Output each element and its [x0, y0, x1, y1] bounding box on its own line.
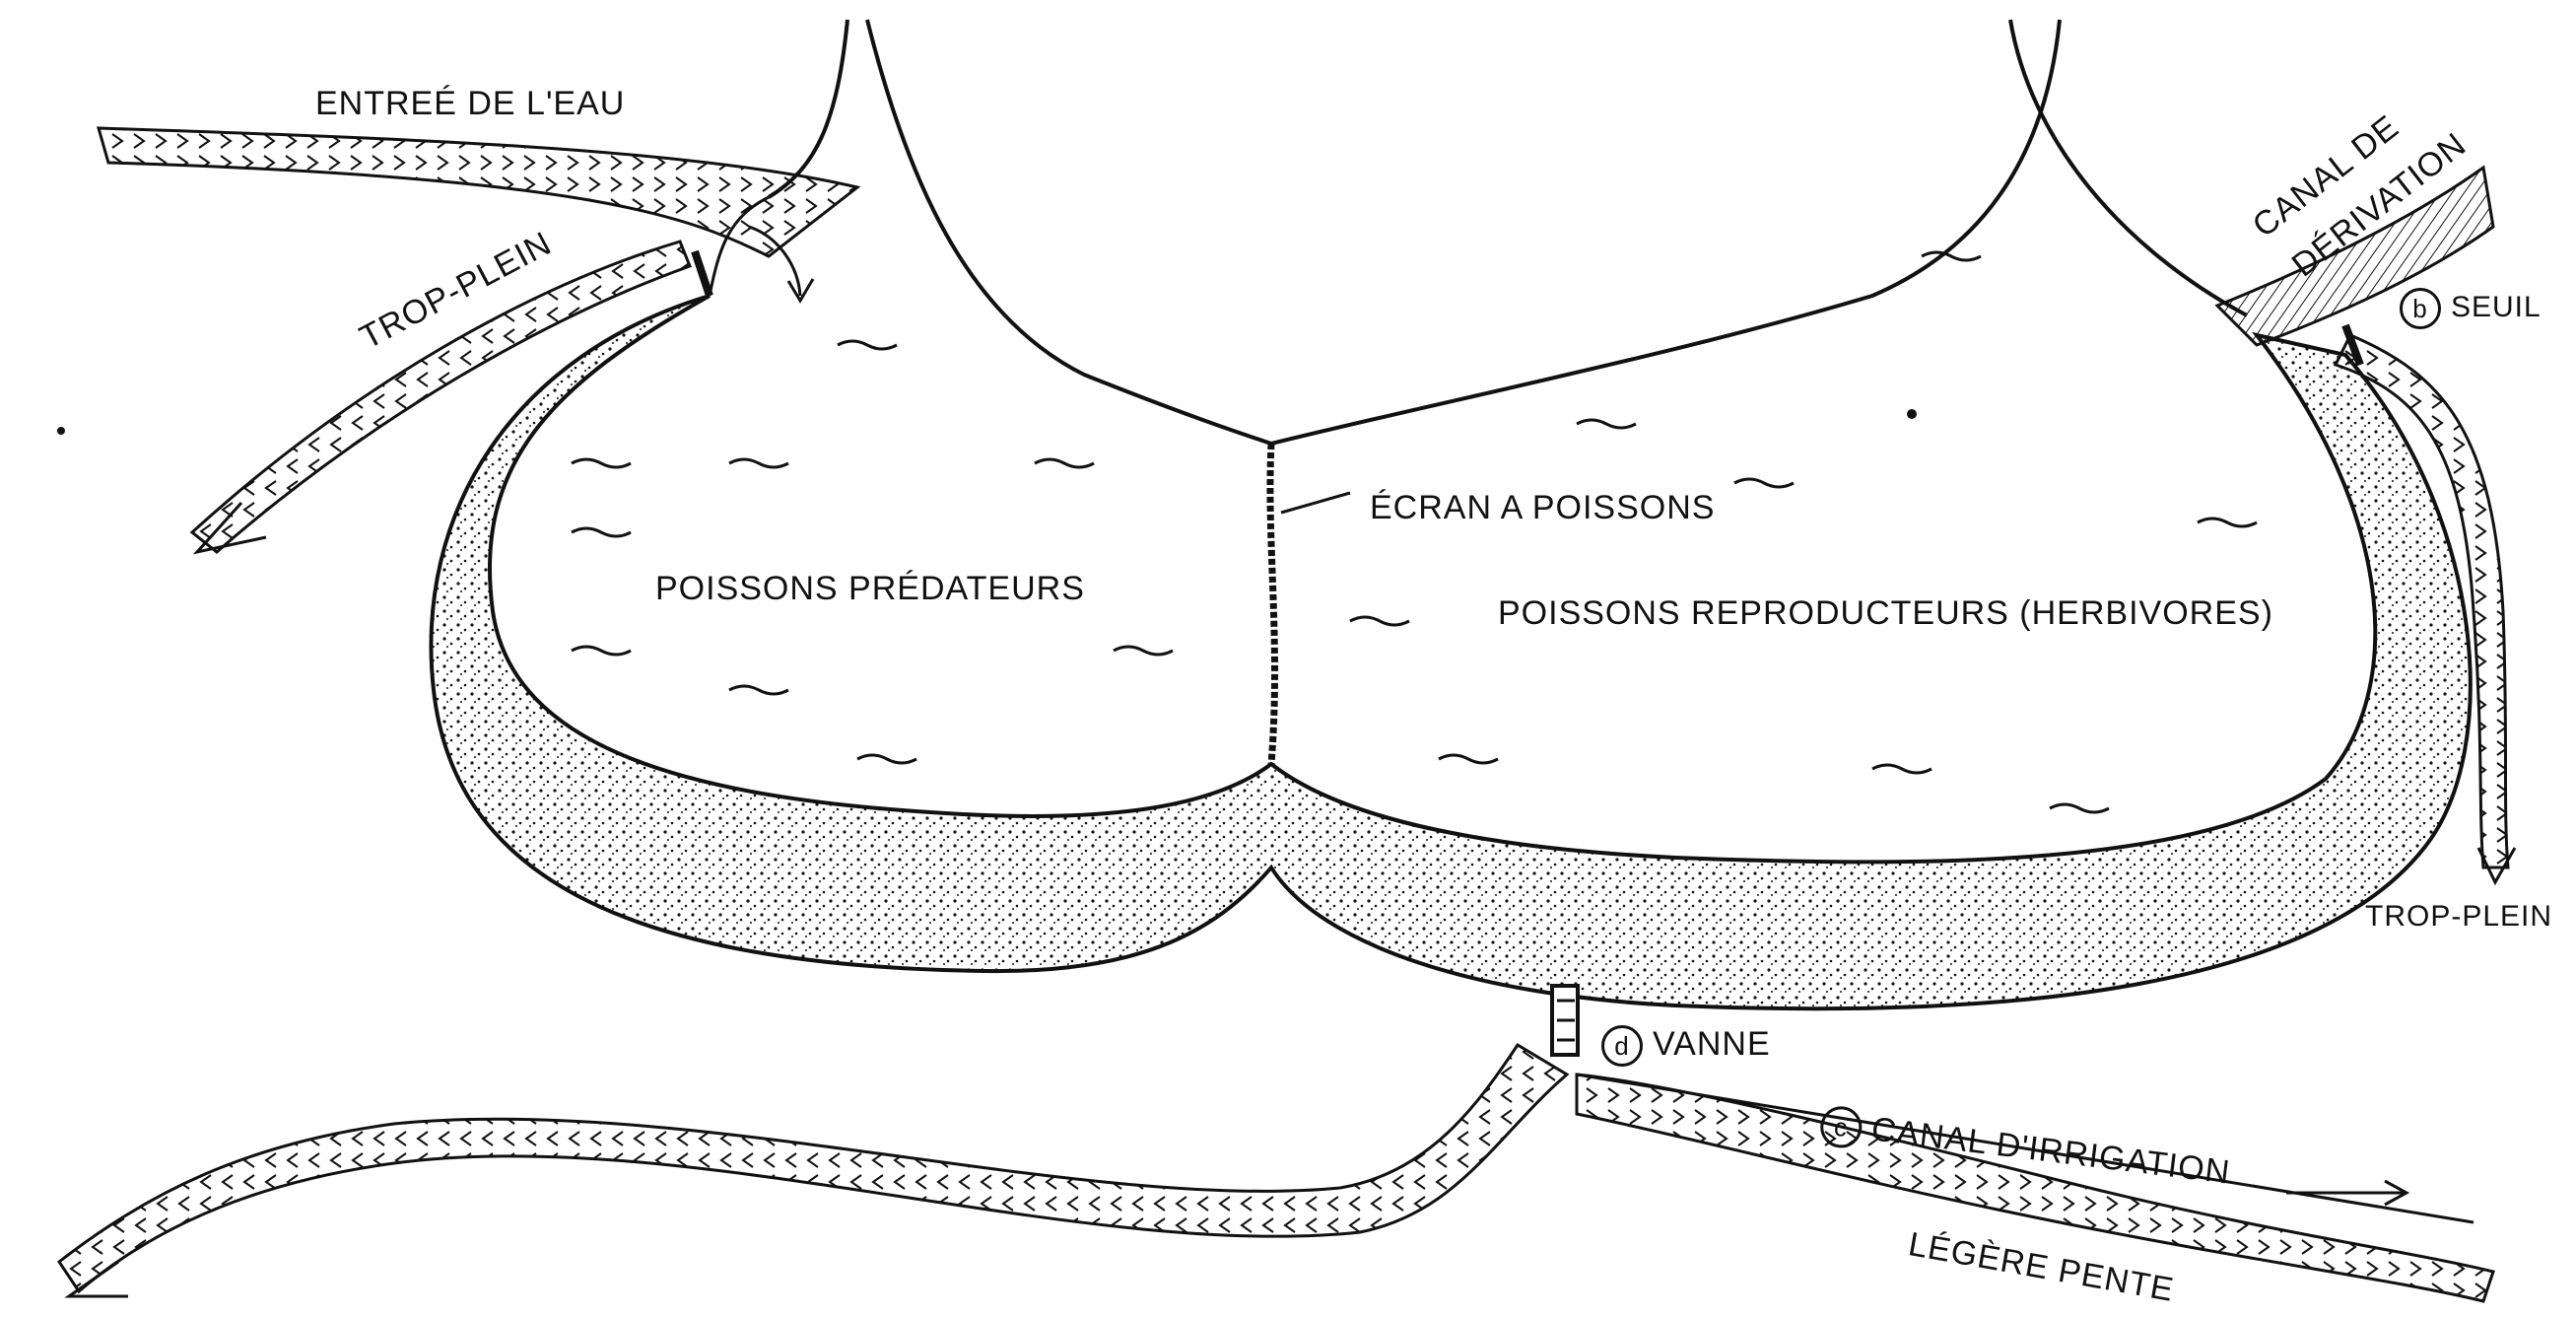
irrigation-marker: C	[1818, 1104, 1864, 1150]
threshold-label: b SEUIL	[2400, 288, 2542, 329]
threshold-text: SEUIL	[2451, 291, 2542, 323]
inlet-channel	[99, 128, 857, 256]
overflow-right-label: TROP-PLEIN	[2365, 902, 2552, 932]
breeder-pond-label: POISSONS REPRODUCTEURS (HERBIVORES)	[1498, 596, 2273, 630]
gate-text: VANNE	[1653, 1025, 1771, 1063]
water-inlet-label: ENTREÉ DE L'EAU	[315, 87, 625, 120]
gate-marker: D	[1601, 1025, 1643, 1067]
fish-screen-label: ÉCRAN A POISSONS	[1370, 491, 1715, 524]
drain-channel	[59, 1045, 1567, 1291]
predator-pond-label: POISSONS PRÉDATEURS	[655, 572, 1085, 605]
fish-screen-line	[1270, 444, 1275, 764]
gate-label: D VANNE	[1601, 1025, 1771, 1067]
threshold-marker: b	[2400, 288, 2441, 329]
water-ripples	[572, 252, 2257, 812]
pond-outline	[867, 20, 2060, 444]
